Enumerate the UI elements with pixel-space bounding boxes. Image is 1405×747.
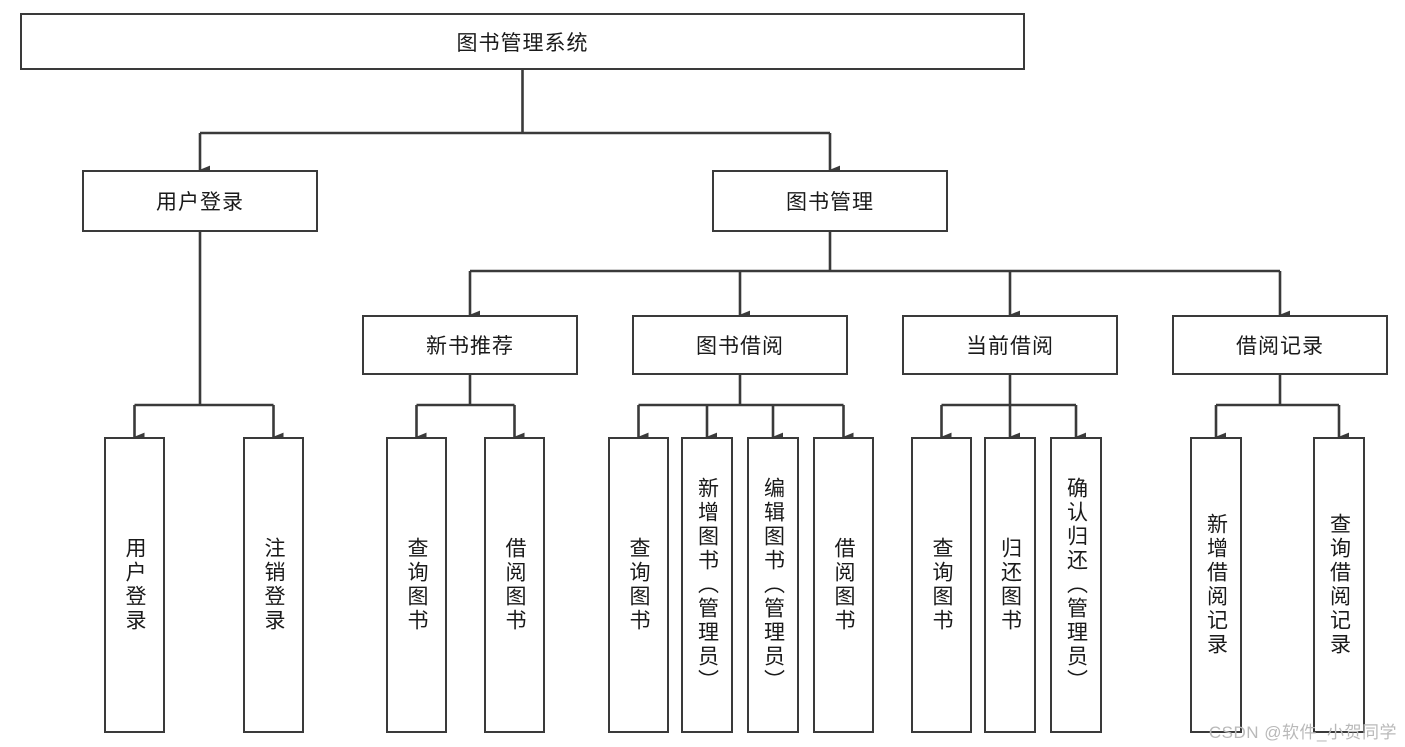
node-label: 新书推荐 — [426, 335, 514, 358]
node-leaf_5[interactable]: 新增图书（管理员） — [681, 437, 733, 733]
node-leaf_8[interactable]: 查询图书 — [911, 437, 972, 733]
node-leaf_4[interactable]: 查询图书 — [608, 437, 669, 733]
node-label: 新增图书（管理员） — [695, 477, 719, 693]
node-leaf_7[interactable]: 借阅图书 — [813, 437, 874, 733]
node-leaf_2[interactable]: 查询图书 — [386, 437, 447, 733]
node-label: 查询借阅记录 — [1327, 513, 1351, 657]
node-leaf_3[interactable]: 借阅图书 — [484, 437, 545, 733]
node-l3_2[interactable]: 当前借阅 — [902, 315, 1118, 375]
node-label: 借阅记录 — [1236, 335, 1324, 358]
node-label: 查询图书 — [405, 537, 428, 633]
node-label: 图书管理系统 — [456, 31, 589, 55]
node-root[interactable]: 图书管理系统 — [20, 13, 1025, 70]
node-l2_0[interactable]: 用户登录 — [82, 170, 318, 232]
node-label: 查询图书 — [930, 537, 953, 633]
node-leaf_11[interactable]: 新增借阅记录 — [1190, 437, 1242, 733]
node-l3_1[interactable]: 图书借阅 — [632, 315, 848, 375]
node-label: 新增借阅记录 — [1204, 513, 1228, 657]
node-label: 用户登录 — [156, 191, 244, 214]
node-leaf_0[interactable]: 用户登录 — [104, 437, 165, 733]
node-label: 注销登录 — [262, 537, 285, 633]
node-label: 用户登录 — [123, 537, 146, 633]
node-leaf_1[interactable]: 注销登录 — [243, 437, 304, 733]
node-leaf_12[interactable]: 查询借阅记录 — [1313, 437, 1365, 733]
node-l3_3[interactable]: 借阅记录 — [1172, 315, 1388, 375]
node-leaf_6[interactable]: 编辑图书（管理员） — [747, 437, 799, 733]
node-l3_0[interactable]: 新书推荐 — [362, 315, 578, 375]
node-label: 图书借阅 — [696, 335, 784, 358]
node-label: 查询图书 — [627, 537, 650, 633]
node-label: 借阅图书 — [503, 537, 526, 633]
node-label: 归还图书 — [998, 537, 1022, 633]
node-label: 借阅图书 — [832, 537, 855, 633]
node-leaf_9[interactable]: 归还图书 — [984, 437, 1036, 733]
node-label: 编辑图书（管理员） — [761, 477, 785, 693]
node-label: 确认归还（管理员） — [1064, 477, 1088, 693]
node-leaf_10[interactable]: 确认归还（管理员） — [1050, 437, 1102, 733]
node-l2_1[interactable]: 图书管理 — [712, 170, 948, 232]
node-label: 当前借阅 — [966, 335, 1054, 358]
connector-group — [133, 70, 1350, 442]
node-label: 图书管理 — [786, 191, 874, 214]
